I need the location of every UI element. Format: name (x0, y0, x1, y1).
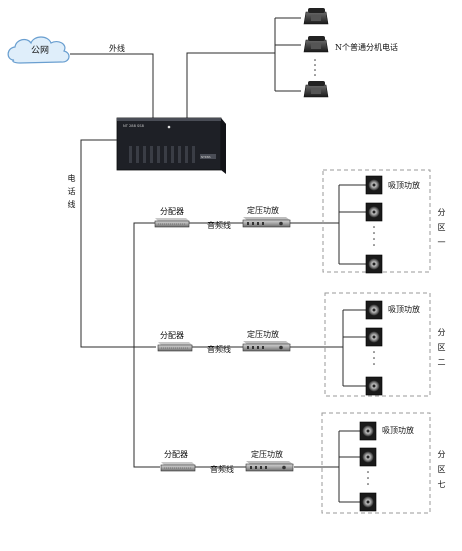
zone-2-splitter-label: 分配器 (160, 331, 184, 340)
pbx-badge-text: NTRNS (201, 155, 211, 159)
zone-1-amplifier-label: 定压功放 (247, 206, 279, 215)
zone-2-box (324, 292, 431, 397)
phone-icon (303, 8, 329, 25)
zone-3-splitter-label: 分配器 (164, 450, 188, 459)
zone-1-splitter-label: 分配器 (160, 207, 184, 216)
zone-2-audio-line-label: 音频线 (207, 345, 231, 354)
pbx-chassis: NT 288 SS8 NTRNS (116, 117, 226, 174)
splitter-bus (133, 222, 246, 468)
splitter-device (160, 462, 196, 472)
zone-1-speaker-wiring (338, 184, 366, 265)
ceiling-speaker-icon (359, 447, 377, 467)
amplifier-device (245, 461, 294, 472)
phone-icon (303, 36, 329, 53)
zone-2-name: 分区二 (437, 328, 446, 367)
zone-1-audio-line-label: 音频线 (207, 221, 231, 230)
amplifier-output-lines (290, 222, 343, 468)
ceiling-speaker-icon (365, 327, 383, 347)
splitter-device (154, 218, 190, 228)
zone-3-box (321, 412, 431, 514)
ceiling-speaker-icon (359, 492, 377, 512)
zone-2-speaker-wiring (342, 309, 366, 387)
phone-line-trunk (80, 139, 156, 348)
cloud-icon (7, 36, 70, 64)
zone-1-speaker-label: 吸顶功放 (388, 181, 420, 190)
ellipsis-dots (367, 471, 369, 485)
ceiling-speaker-icon (359, 421, 377, 441)
ellipsis-dots (314, 59, 316, 76)
amplifier-device (242, 341, 291, 352)
ceiling-speaker-icon (365, 376, 383, 396)
ellipsis-dots (373, 351, 375, 365)
zone-2-amplifier-label: 定压功放 (247, 330, 279, 339)
ceiling-speaker-icon (365, 202, 383, 222)
ceiling-speaker-icon (365, 300, 383, 320)
outer-line (70, 53, 154, 118)
phone-icon (303, 81, 329, 98)
ceiling-speaker-icon (365, 175, 383, 195)
ellipsis-dots (373, 226, 375, 246)
ceiling-speaker-icon (365, 254, 383, 274)
zone-3-audio-line-label: 音频线 (210, 465, 234, 474)
zone-3-speaker-wiring (338, 430, 360, 503)
public-network-label: 公网 (30, 46, 49, 56)
phone-line-label: 电话线 (67, 174, 76, 209)
zone-3-name: 分区七 (437, 450, 446, 489)
zone-3-amplifier-label: 定压功放 (251, 450, 283, 459)
outer-line-label: 外线 (109, 44, 125, 53)
splitter-device (157, 342, 193, 352)
phone-bus-line (186, 17, 301, 118)
amplifier-device (242, 217, 291, 228)
zone-2-speaker-label: 吸顶功放 (388, 305, 420, 314)
zone-3-speaker-label: 吸顶功放 (382, 426, 414, 435)
extensions-label: N个普通分机电话 (335, 43, 398, 52)
pbx-brand-text: NT 288 SS8 (123, 124, 145, 128)
zone-1-name: 分区一 (437, 208, 446, 247)
